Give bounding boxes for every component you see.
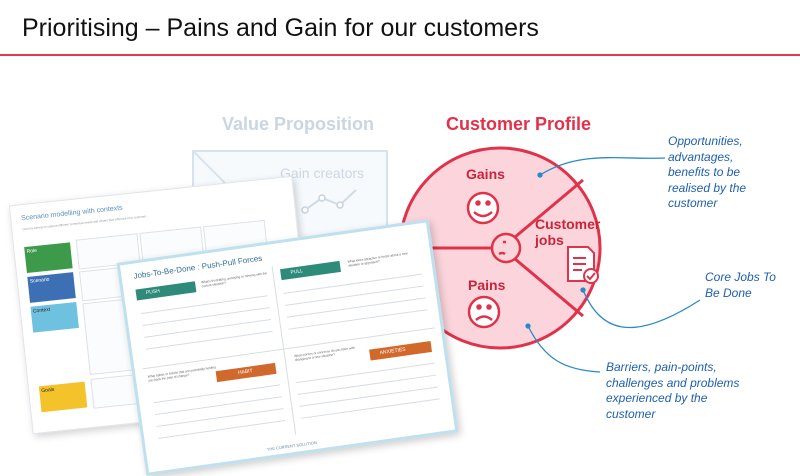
anxieties-tag: ANXIETIES — [369, 341, 433, 361]
gains-label: Gains — [466, 166, 505, 182]
sticky-label: Context — [32, 306, 51, 315]
annotation-line: experienced by the — [606, 391, 708, 405]
page-title: Prioritising – Pains and Gain for our cu… — [22, 14, 539, 42]
habit-tag: HABIT — [215, 362, 277, 383]
anxieties-note: What worries or concerns do you have wit… — [293, 345, 355, 363]
annotation-line: customer — [668, 196, 718, 210]
write-line — [153, 384, 281, 404]
customer-profile-title: Customer Profile — [446, 114, 592, 134]
sticky-label: Scenario — [29, 276, 50, 285]
sticky-label: Goals — [41, 386, 55, 395]
jtbd-push-pull-sheet: Jobs-To-Be-Done : Push-Pull Forces PUSH … — [116, 219, 459, 476]
customer-jobs-line2: jobs — [535, 232, 564, 248]
customer-jobs-line1: Customer — [535, 216, 601, 232]
sticky-scenario: Scenario — [27, 272, 76, 303]
write-line — [295, 362, 435, 384]
annotation-line: Core Jobs To — [705, 270, 776, 284]
write-line — [297, 374, 437, 396]
pains-label: Pains — [468, 277, 506, 293]
sticky-context: Context — [30, 302, 79, 333]
jtbd-sheet-footer: THE CURRENT SOLUTION — [266, 439, 317, 452]
annotation-line: realised by the — [668, 180, 747, 195]
gain-creators-label: Gain creators — [280, 165, 365, 181]
sticky-role: Role — [24, 242, 73, 273]
annotation-core-jobs: Core Jobs To Be Done — [705, 270, 776, 301]
annotation-line: Opportunities, — [668, 134, 743, 148]
annotation-line: Be Done — [705, 285, 752, 300]
customer-jobs-label: Customer jobs — [535, 216, 600, 248]
annotation-opportunities: Opportunities, advantages, benefits to b… — [668, 134, 746, 212]
push-tag: PUSH — [135, 281, 197, 301]
annotation-connectors — [525, 156, 701, 373]
annotation-line: advantages, — [668, 149, 734, 164]
vp-growth-dots — [301, 194, 344, 214]
write-line — [299, 386, 439, 407]
annotation-line: Barriers, pain-points, — [606, 360, 717, 374]
habit-note: What habits or beliefs that are potentia… — [147, 365, 217, 383]
diagram-canvas — [193, 146, 701, 373]
sticky-goals: Goals — [38, 381, 88, 413]
write-line — [286, 297, 426, 318]
push-note: What's frustrating, annoying or missing … — [200, 271, 268, 289]
pull-note: What looks attractive or better about a … — [347, 251, 408, 268]
annotation-line: customer — [606, 406, 656, 421]
write-line — [140, 295, 268, 315]
value-proposition-title: Value Proposition — [222, 114, 375, 134]
sad-face-icon — [467, 295, 501, 329]
pull-tag: PULL — [280, 260, 341, 281]
annotation-barriers: Barriers, pain-points, challenges and pr… — [606, 360, 739, 422]
annotation-line: benefits to be — [668, 165, 741, 179]
customer-head-icon — [490, 232, 522, 264]
write-line — [300, 398, 440, 419]
happy-face-icon — [466, 191, 500, 225]
write-line — [285, 285, 424, 306]
sticky-label: Role — [26, 247, 38, 255]
job-document-icon — [567, 246, 599, 284]
annotation-line: challenges and problems — [606, 375, 740, 390]
write-line — [288, 309, 428, 330]
title-divider — [0, 54, 800, 56]
